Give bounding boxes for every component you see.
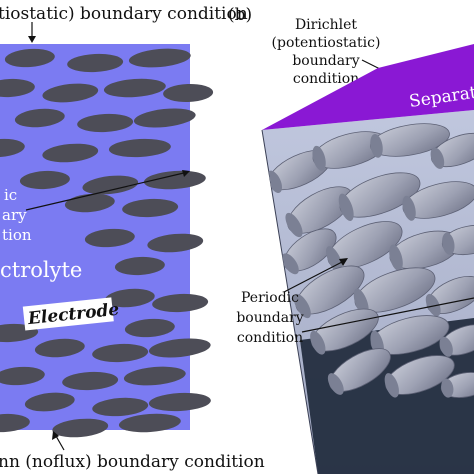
electrode-tube [370,315,450,355]
electrode-microstructure [267,123,474,398]
electrode-tube-end [293,293,311,319]
electrode-tube-end [310,330,326,355]
electrode-particle [148,338,211,358]
electrode-particle [0,366,45,386]
electrode-particle [0,78,35,98]
electrode-tube-end [327,373,344,395]
electrode-particles [0,48,214,438]
electrode-particle [14,108,65,128]
electrode-particle [42,83,99,103]
dirichlet-line-4: condition [293,71,359,87]
separator-face [262,44,474,130]
top-boundary-arrowhead [28,36,36,43]
electrode-tube-end [338,193,354,221]
periodic-arrow-a [25,171,189,211]
electrode-particle [147,233,204,253]
electrode-tube [402,181,474,219]
electrode-tube [327,221,403,269]
bottom-boundary-label: nn (noflux) boundary condition [0,452,265,472]
electrode-particle [92,343,149,363]
electrode-particle [148,392,211,412]
electrode-tube-end [439,336,453,357]
electrode-tube-end [370,134,383,158]
periodic-b-line-3: condition [237,330,303,346]
electrode-tube-end [402,195,416,221]
electrode-particle [133,108,196,128]
electrode-particle [108,138,171,158]
electrode-tube-end [425,293,441,317]
electrode-tube-end [441,378,454,398]
electrode-particle [92,397,149,417]
dirichlet-line-2: (potentiostatic) [272,35,381,51]
electrode-particle [104,288,155,308]
electrode-particle [114,256,165,276]
electrode-particle [34,338,85,358]
electrode-particle [0,323,39,343]
periodic-label-line-2: ary [2,206,27,224]
electrode-tube-end [384,373,399,398]
electrode-particle [62,371,119,391]
bottom-boundary-arrow [55,435,65,451]
electrode-tube [295,265,365,315]
electrode-tube [354,267,436,313]
electrode-tube [329,348,391,392]
bottom-boundary-arrowhead [52,431,59,440]
electrode-particle [152,293,209,313]
electrode-particle [84,228,135,248]
periodic-b-line-1: Periodic [241,290,299,306]
electrolyte-label: ctrolyte [0,258,82,282]
electrode-particle [163,83,214,103]
electrode-particle [67,53,124,73]
electrode-particle [0,138,25,158]
dirichlet-line-1: Dirichlet [295,17,357,33]
electrode-particle [52,418,109,438]
electrode-particle [19,170,70,190]
electrode-particle [124,318,175,338]
electrode-particle [122,198,179,218]
periodic-b-arrowhead-1 [339,258,348,266]
electrode-particle [0,413,30,433]
electrode-particle [123,366,186,386]
periodic-label-line-3: tion [2,226,32,244]
electrode-tube-end [389,244,403,272]
electrode-particle [77,113,134,133]
panel-b-letter: (b) [228,5,252,25]
panel-b: (b) Dirichlet (potentiostatic) boundary … [228,5,474,474]
electrode-particle [118,413,181,433]
electrode-particle [24,392,75,412]
periodic-arrowhead-a [182,170,190,177]
electrode-particle [128,48,191,68]
electrode-particle [4,48,55,68]
electrode-tube-end [281,253,299,275]
periodic-b-line-2: boundary [236,310,303,326]
electrode-particle [82,175,139,195]
periodic-label-line-1: ic [4,186,17,204]
electrode-tube-end [312,145,326,171]
electrode-tube [339,172,421,218]
electrode-tube-end [442,232,455,255]
periodic-b-arrow-2 [301,297,474,333]
periodic-b-arrow-1 [283,261,343,293]
electrode-particle [103,78,166,98]
electrode-tube-end [430,147,445,169]
electrode-particle [42,143,99,163]
electrode-particle [143,170,206,190]
electrode-tag-bg [22,297,114,331]
panel-a: tiostatic) boundary condition ic ary tio… [0,4,265,472]
top-boundary-label: tiostatic) boundary condition [0,4,248,24]
electrode-tube-end [285,212,303,238]
dirichlet-line-3: boundary [292,53,359,69]
electrode-tube-end [326,246,343,273]
